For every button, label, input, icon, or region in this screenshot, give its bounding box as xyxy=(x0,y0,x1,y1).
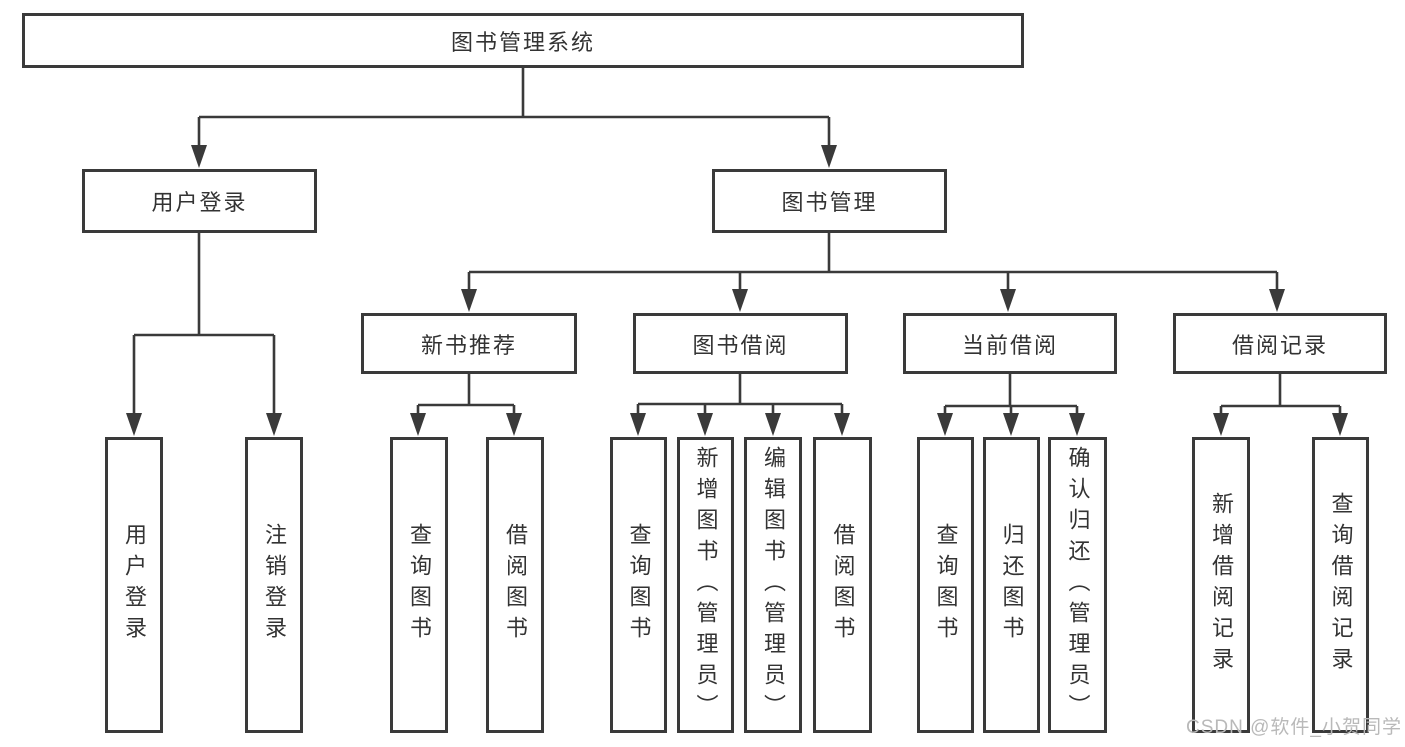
tree-edges xyxy=(132,68,1342,420)
leaf-user-login-label: 用户登录 xyxy=(122,523,147,647)
node-user-login-label: 用户登录 xyxy=(151,190,248,215)
leaf-add-borrow-record-label: 新增借阅记录 xyxy=(1209,492,1234,678)
arrowhead xyxy=(821,145,837,168)
arrowhead xyxy=(697,413,713,436)
node-book-management: 图书管理 xyxy=(712,169,947,233)
arrowhead xyxy=(1332,413,1348,436)
arrowhead xyxy=(630,413,646,436)
leaf-borrow-book: 借阅图书 xyxy=(813,437,872,733)
arrowhead xyxy=(765,413,781,436)
node-root: 图书管理系统 xyxy=(22,13,1024,68)
node-current-borrow: 当前借阅 xyxy=(903,313,1117,374)
arrowhead xyxy=(191,145,207,168)
leaf-add-borrow-record: 新增借阅记录 xyxy=(1192,437,1250,733)
node-user-login: 用户登录 xyxy=(82,169,317,233)
arrowhead xyxy=(126,413,142,436)
leaf-query-borrow-record-label: 查询借阅记录 xyxy=(1328,492,1354,678)
leaf-current-query-book-label: 查询图书 xyxy=(933,523,959,647)
leaf-confirm-return-admin: 确认归还（管理员） xyxy=(1048,437,1107,733)
leaf-current-query-book: 查询图书 xyxy=(917,437,974,733)
node-borrow-records: 借阅记录 xyxy=(1173,313,1387,374)
arrowhead xyxy=(506,413,522,436)
node-book-borrow: 图书借阅 xyxy=(633,313,848,374)
arrowhead xyxy=(1213,413,1229,436)
arrowhead xyxy=(410,413,426,436)
node-book-management-label: 图书管理 xyxy=(781,190,878,215)
leaf-borrow-query-book-label: 查询图书 xyxy=(626,523,652,647)
leaf-edit-book-admin-label: 编辑图书（管理员） xyxy=(761,445,786,725)
leaf-recommend-borrow-book-label: 借阅图书 xyxy=(503,523,528,647)
leaf-borrow-book-label: 借阅图书 xyxy=(830,523,856,647)
leaf-borrow-query-book: 查询图书 xyxy=(610,437,667,733)
leaf-add-book-admin: 新增图书（管理员） xyxy=(677,437,734,733)
node-borrow-records-label: 借阅记录 xyxy=(1231,332,1328,358)
leaf-return-book-label: 归还图书 xyxy=(999,523,1025,647)
arrowhead xyxy=(266,413,282,436)
leaf-logout: 注销登录 xyxy=(245,437,303,733)
arrowheads xyxy=(126,145,1348,436)
leaf-add-book-admin-label: 新增图书（管理员） xyxy=(693,445,719,725)
leaf-user-login: 用户登录 xyxy=(105,437,163,733)
arrowhead xyxy=(1000,289,1016,312)
arrowhead xyxy=(1269,289,1285,312)
arrowhead xyxy=(461,289,477,312)
csdn-watermark: CSDN @软件_小贺同学 xyxy=(1186,717,1402,738)
node-book-borrow-label: 图书借阅 xyxy=(692,332,789,358)
arrowhead xyxy=(1003,413,1019,436)
leaf-edit-book-admin: 编辑图书（管理员） xyxy=(744,437,802,733)
arrowhead xyxy=(1069,413,1085,436)
node-new-book-recommend: 新书推荐 xyxy=(361,313,577,374)
node-new-book-recommend-label: 新书推荐 xyxy=(420,332,517,358)
leaf-query-borrow-record: 查询借阅记录 xyxy=(1312,437,1369,733)
leaf-recommend-query-book-label: 查询图书 xyxy=(407,523,432,647)
arrowhead xyxy=(834,413,850,436)
leaf-recommend-query-book: 查询图书 xyxy=(390,437,448,733)
leaf-logout-label: 注销登录 xyxy=(262,523,287,647)
leaf-recommend-borrow-book: 借阅图书 xyxy=(486,437,544,733)
node-current-borrow-label: 当前借阅 xyxy=(961,332,1058,358)
leaf-return-book: 归还图书 xyxy=(983,437,1040,733)
node-root-label: 图书管理系统 xyxy=(450,29,595,55)
leaf-confirm-return-admin-label: 确认归还（管理员） xyxy=(1065,445,1091,725)
arrowhead xyxy=(732,289,748,312)
arrowhead xyxy=(937,413,953,436)
